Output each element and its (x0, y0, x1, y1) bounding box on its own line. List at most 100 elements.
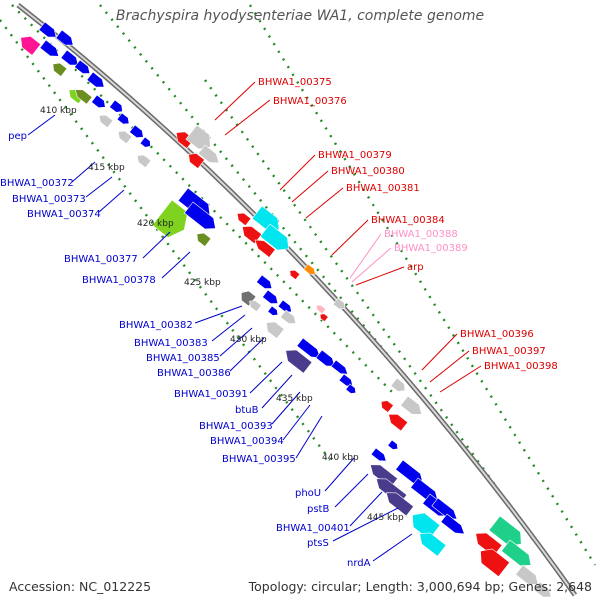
gene-arrow (285, 349, 313, 374)
gene-label-left: ptsS (307, 538, 329, 549)
label-leader-lines (27, 81, 482, 562)
leader-line (98, 189, 125, 213)
gene-arrow (52, 62, 68, 77)
gene-label-left: BHWA1_00395 (222, 454, 296, 465)
gene-label-left: BHWA1_00386 (157, 368, 231, 379)
gene-arrow (116, 112, 130, 125)
leader-line (439, 365, 482, 393)
leader-line (27, 114, 56, 136)
gene-label-left: btuB (235, 405, 259, 416)
gene-label-right: BHWA1_00375 (258, 77, 332, 88)
gene-label-left: pep (8, 131, 27, 142)
gene-label-left: pstB (307, 504, 329, 515)
leader-line (331, 219, 369, 256)
gene-arrow (315, 304, 327, 315)
gene-label-right: BHWA1_00380 (331, 166, 405, 177)
gene-arrow (387, 439, 399, 450)
leader-line (295, 415, 323, 459)
dotted-guide (204, 79, 521, 521)
leader-line (85, 176, 113, 198)
leader-line (324, 457, 355, 492)
gene-arrow (39, 39, 60, 57)
scale-label: 430 kbp (230, 335, 267, 345)
gene-arrow (74, 89, 93, 105)
genome-backbone (16, 3, 578, 597)
gene-label-right: BHWA1_00398 (484, 361, 558, 372)
gene-arrow (345, 383, 357, 394)
gene-arrow (390, 377, 406, 392)
leader-line (334, 473, 369, 508)
scale-label: 440 kbp (322, 453, 359, 463)
gene-label-left: BHWA1_00391 (174, 389, 248, 400)
gene-arrow (20, 35, 42, 56)
scale-label: 445 kbp (367, 513, 404, 523)
gene-arrow (254, 239, 276, 258)
leader-line (351, 247, 392, 283)
leader-line (219, 327, 253, 357)
gene-arrow (296, 337, 321, 359)
leader-line (71, 161, 96, 183)
accession-text: Accession: NC_012225 (9, 579, 152, 594)
gene-arrow (55, 29, 74, 46)
gene-label-left: BHWA1_00393 (199, 421, 273, 432)
gene-arrow (38, 21, 57, 38)
leader-line (194, 305, 243, 324)
backbone-inner (17, 4, 576, 596)
gene-label-left: BHWA1_00378 (82, 275, 156, 286)
gene-label-left: BHWA1_00385 (146, 353, 220, 364)
gene-arrow (136, 154, 152, 169)
gene-label-left: BHWA1_00373 (12, 194, 86, 205)
gene-labels: pepBHWA1_00372BHWA1_00373BHWA1_00374BHWA… (0, 77, 558, 569)
leader-line (421, 333, 458, 371)
gene-arrow (60, 49, 79, 66)
gene-arrow (236, 212, 252, 227)
gene-arrow (267, 305, 279, 316)
gene-label-right: BHWA1_00376 (273, 96, 347, 107)
gene-arrow (303, 263, 316, 275)
leader-line (429, 350, 470, 383)
gene-label-left: BHWA1_00383 (134, 338, 208, 349)
gene-arrow (109, 99, 123, 113)
gene-arrow (280, 309, 297, 324)
gene-arrow (332, 297, 346, 310)
leader-line (142, 231, 171, 259)
gene-arrow (400, 395, 423, 415)
gene-arrow (388, 414, 409, 432)
gene-arrow (330, 359, 349, 375)
gene-arrow (196, 232, 212, 247)
leader-line (271, 391, 301, 425)
leader-line (282, 404, 311, 441)
topology-text: Topology: circular; Length: 3,000,694 bp… (248, 579, 592, 594)
gene-label-left: BHWA1_00382 (119, 320, 193, 331)
gene-label-left: BHWA1_00394 (210, 436, 284, 447)
scale-label: 415 kbp (88, 163, 125, 173)
gene-arrow (380, 400, 394, 413)
gene-arrow (262, 289, 279, 304)
gene-arrow (256, 274, 273, 289)
gene-arrow (315, 349, 336, 367)
gene-label-right: BHWA1_00389 (394, 243, 468, 254)
gene-arrow (515, 564, 539, 585)
leader-line (224, 99, 271, 136)
dotted-guide (11, 4, 396, 396)
gene-arrow (289, 269, 301, 281)
gene-features (20, 21, 552, 598)
gene-label-right: BHWA1_00396 (460, 329, 534, 340)
gene-label-right: BHWA1_00379 (318, 150, 392, 161)
gene-arrow (129, 124, 144, 139)
scale-label: 425 kbp (184, 278, 221, 288)
gene-label-left: BHWA1_00377 (64, 254, 138, 265)
leader-line (261, 374, 293, 409)
backbone-outer (16, 3, 578, 597)
leader-line (372, 533, 413, 562)
gene-arrow (419, 532, 447, 557)
gene-label-right: BHWA1_00388 (384, 229, 458, 240)
leader-line (291, 170, 329, 203)
gene-arrow (319, 313, 329, 323)
dotted-guide-lines (0, 4, 597, 566)
gene-arrow (117, 130, 133, 145)
gene-arrow (385, 492, 415, 517)
gene-label-left: BHWA1_00372 (0, 178, 74, 189)
